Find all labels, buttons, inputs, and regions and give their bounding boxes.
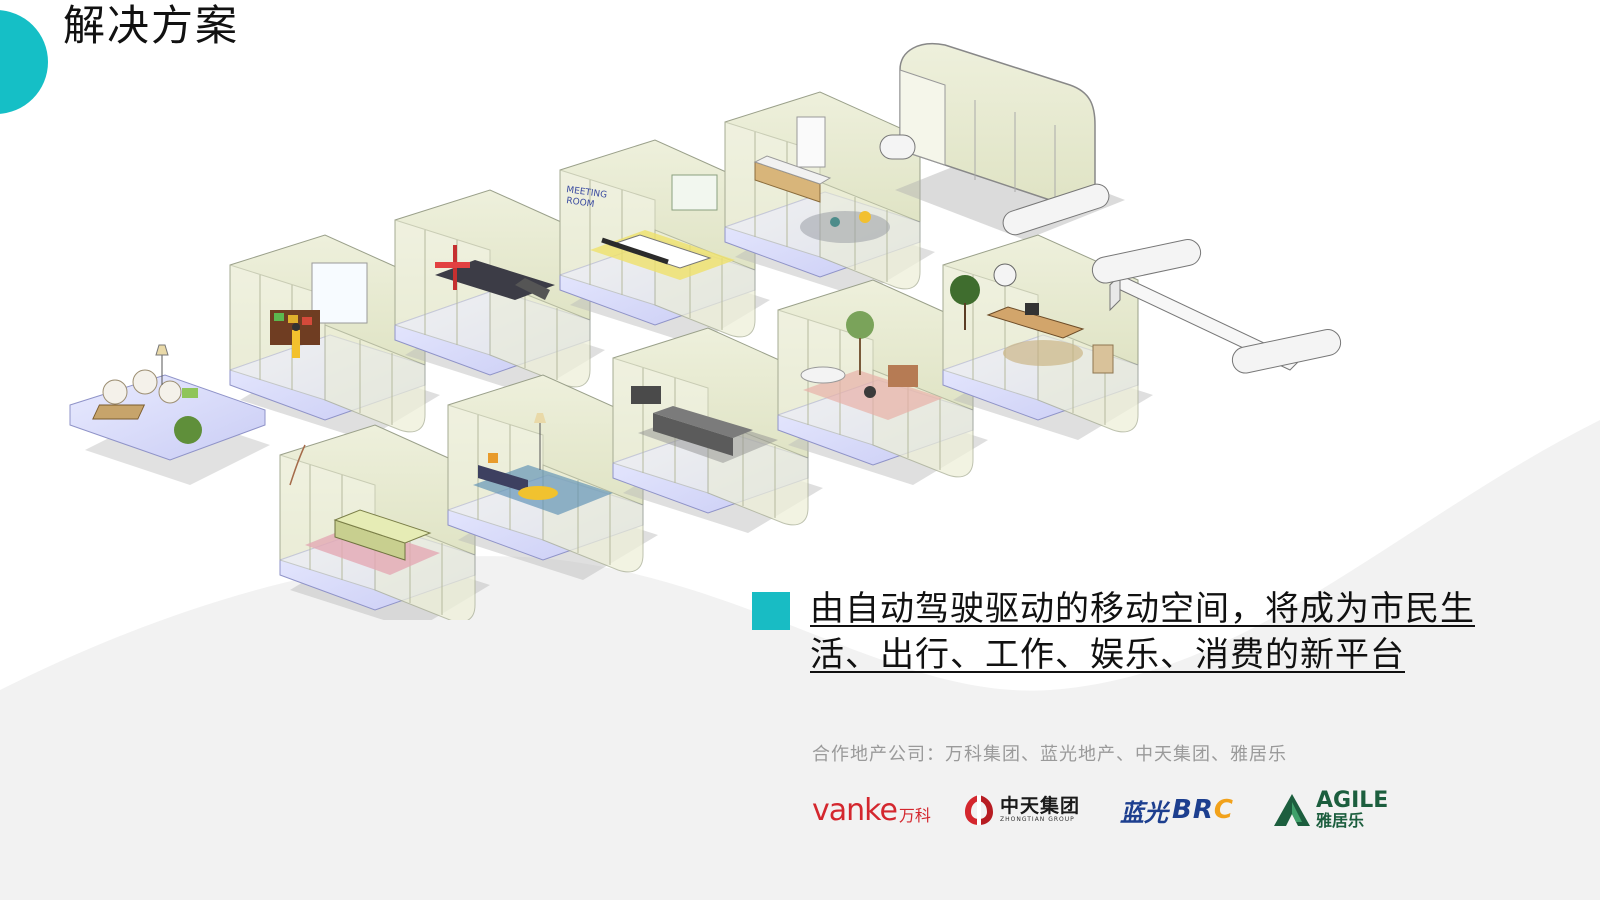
convenience-store-icon — [229, 234, 441, 441]
svg-text:ROOM: ROOM — [566, 196, 595, 210]
languang-logo-en: BRC — [1172, 795, 1234, 825]
chassis-frame-icon — [1091, 239, 1342, 374]
page-title: 解决方案 — [63, 1, 240, 50]
headline: 由自动驾驶驱动的移动空间，将成为市民生活、出行、工作、娱乐、消费的新平台 — [810, 589, 1475, 675]
office-icon — [942, 234, 1154, 441]
kitchen-icon — [724, 91, 936, 298]
zhongtian-emblem-icon — [965, 795, 993, 825]
bedroom-icon — [279, 424, 491, 620]
languang-logo-cn: 蓝光 — [1120, 797, 1168, 827]
gym-icon — [394, 189, 606, 396]
zhongtian-logo-cn: 中天集团 — [1000, 795, 1081, 817]
partners-caption: 合作地产公司：万科集团、蓝光地产、中天集团、雅居乐 — [812, 744, 1287, 765]
vanke-logo-word: vanke — [812, 792, 898, 828]
living-room-icon — [447, 374, 659, 581]
vehicle-chassis-icon — [879, 43, 1125, 240]
vanke-logo: vanke 万科 — [812, 790, 931, 830]
zhongtian-logo: 中天集团 ZHONGTIAN GROUP — [962, 790, 1080, 830]
headline-marker — [752, 592, 790, 630]
languang-logo: 蓝光 BRC — [1120, 790, 1234, 830]
media-room-icon — [612, 327, 824, 534]
agile-emblem-icon — [1274, 794, 1310, 826]
meeting-room-icon: MEETING ROOM — [559, 139, 771, 346]
agile-logo-cn: 雅居乐 — [1316, 811, 1365, 830]
kids-room-icon — [777, 279, 989, 486]
languang-logo-en-last: C — [1213, 795, 1234, 825]
mobile-space-illustration: MEETING ROOM — [69, 43, 1342, 620]
agile-logo: AGILE 雅居乐 — [1272, 790, 1388, 830]
accent-circle — [0, 10, 48, 115]
vanke-logo-cn: 万科 — [898, 806, 931, 825]
zhongtian-logo-en: ZHONGTIAN GROUP — [1000, 816, 1075, 823]
agile-logo-en: AGILE — [1316, 788, 1389, 813]
languang-logo-en-main: BR — [1172, 795, 1214, 825]
lounge-deck-icon — [69, 344, 270, 485]
